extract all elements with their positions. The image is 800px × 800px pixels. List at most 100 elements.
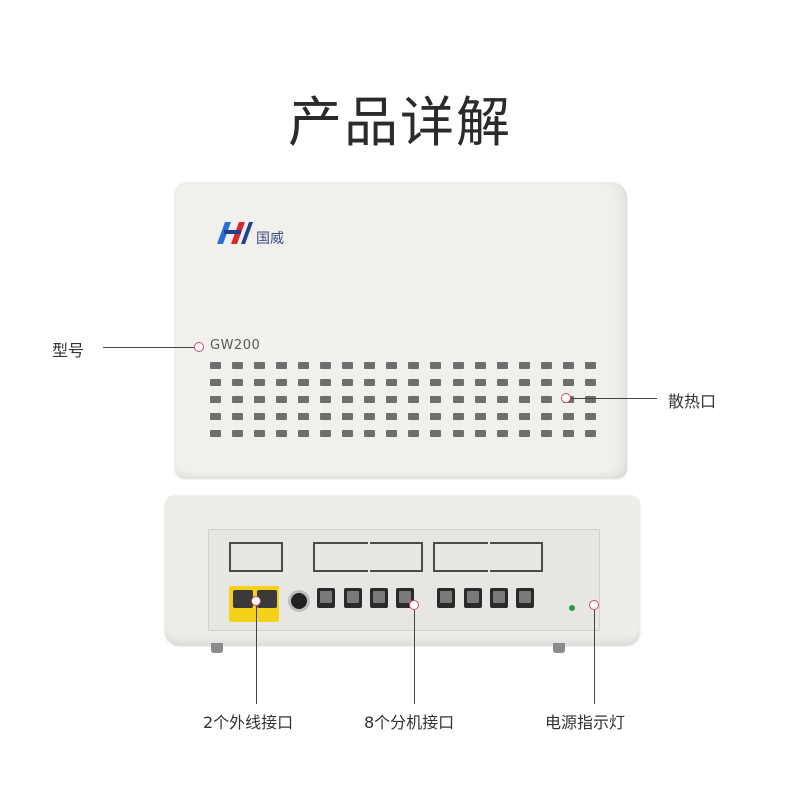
device-front: 国威 GW200 <box>175 182 627 478</box>
vent-slot <box>540 413 552 420</box>
vent-slot <box>386 362 398 369</box>
vent-slot <box>584 413 596 420</box>
vent-slot <box>276 413 288 420</box>
vent-slot <box>584 430 596 437</box>
callout-line <box>571 398 657 399</box>
vent-slot <box>276 379 288 386</box>
vent-slot <box>562 362 574 369</box>
vent-slot <box>232 379 244 386</box>
vent-slot <box>584 362 596 369</box>
extension-port <box>490 588 508 608</box>
extension-port <box>317 588 335 608</box>
extension-port <box>344 588 362 608</box>
callout-label-power-led: 电源指示灯 <box>545 713 626 732</box>
trunk-port <box>233 590 253 608</box>
vent-slot <box>474 362 486 369</box>
vent-slot <box>364 413 376 420</box>
brand-name: 国威 <box>256 231 284 247</box>
vent-slot <box>562 379 574 386</box>
vent-slot <box>342 362 354 369</box>
vent-slot <box>232 413 244 420</box>
vent-slot <box>408 362 420 369</box>
callout-dot <box>251 596 261 606</box>
vent-slot <box>474 430 486 437</box>
vent-slot <box>254 379 266 386</box>
vent-slot <box>452 413 464 420</box>
vent-slot <box>276 362 288 369</box>
extension-port <box>437 588 455 608</box>
vent-slot <box>540 362 552 369</box>
vent-slot <box>562 413 574 420</box>
vent-slot <box>276 396 288 403</box>
power-jack <box>291 593 307 609</box>
callout-label-vents: 散热口 <box>668 392 717 411</box>
brand-logo-icon <box>217 222 253 244</box>
vent-slot <box>364 379 376 386</box>
vent-slot <box>430 362 442 369</box>
vent-slot <box>386 413 398 420</box>
vent-slot <box>430 413 442 420</box>
trunk-port <box>257 590 277 608</box>
vent-row <box>210 430 596 437</box>
vent-slot <box>210 362 221 369</box>
callout-line <box>256 606 257 704</box>
callout-label-model: 型号 <box>52 341 85 360</box>
vent-slot <box>540 379 552 386</box>
vent-slot <box>232 396 244 403</box>
vent-slot <box>496 413 508 420</box>
vent-slot <box>364 362 376 369</box>
vent-slot <box>496 362 508 369</box>
vent-slot <box>276 430 288 437</box>
vent-slot <box>364 396 376 403</box>
vent-slot <box>210 413 221 420</box>
port-label-frame <box>313 542 423 572</box>
vent-slot <box>254 396 266 403</box>
vent-slot <box>408 430 420 437</box>
vent-slot <box>320 396 332 403</box>
vent-slot <box>474 379 486 386</box>
vent-row <box>210 379 596 386</box>
vent-slot <box>496 430 508 437</box>
vent-slot <box>518 362 530 369</box>
callout-dot <box>194 342 204 352</box>
vent-slot <box>518 379 530 386</box>
port-label-frame <box>433 542 543 572</box>
model-number: GW200 <box>210 338 261 353</box>
vent-slot <box>210 379 221 386</box>
vent-slot <box>452 362 464 369</box>
port-label-frame <box>229 542 283 572</box>
extension-port <box>516 588 534 608</box>
extension-port <box>370 588 388 608</box>
callout-line <box>103 347 195 348</box>
page-title: 产品详解 <box>288 91 512 154</box>
vent-slot <box>342 430 354 437</box>
callout-dot <box>589 600 599 610</box>
vent-row <box>210 413 596 420</box>
vent-slot <box>342 413 354 420</box>
vent-row <box>210 396 596 403</box>
vent-slot <box>298 413 310 420</box>
callout-line <box>594 610 595 704</box>
vent-slot <box>298 430 310 437</box>
vent-slot <box>386 379 398 386</box>
rear-port-panel <box>208 529 600 631</box>
vent-slot <box>408 379 420 386</box>
vent-slot <box>320 430 332 437</box>
vent-slot <box>320 413 332 420</box>
vent-slot <box>474 396 486 403</box>
vent-slot <box>298 396 310 403</box>
vent-slot <box>386 396 398 403</box>
vent-slot <box>496 396 508 403</box>
vent-slot <box>210 430 221 437</box>
vent-slot <box>232 430 244 437</box>
vent-slot <box>342 379 354 386</box>
vent-slot <box>540 396 552 403</box>
vent-slot <box>232 362 244 369</box>
vent-slot <box>518 396 530 403</box>
device-foot <box>553 643 565 653</box>
vent-slot <box>342 396 354 403</box>
vent-slot <box>408 413 420 420</box>
vent-slot <box>210 396 221 403</box>
vent-slot <box>430 396 442 403</box>
callout-line <box>414 610 415 704</box>
